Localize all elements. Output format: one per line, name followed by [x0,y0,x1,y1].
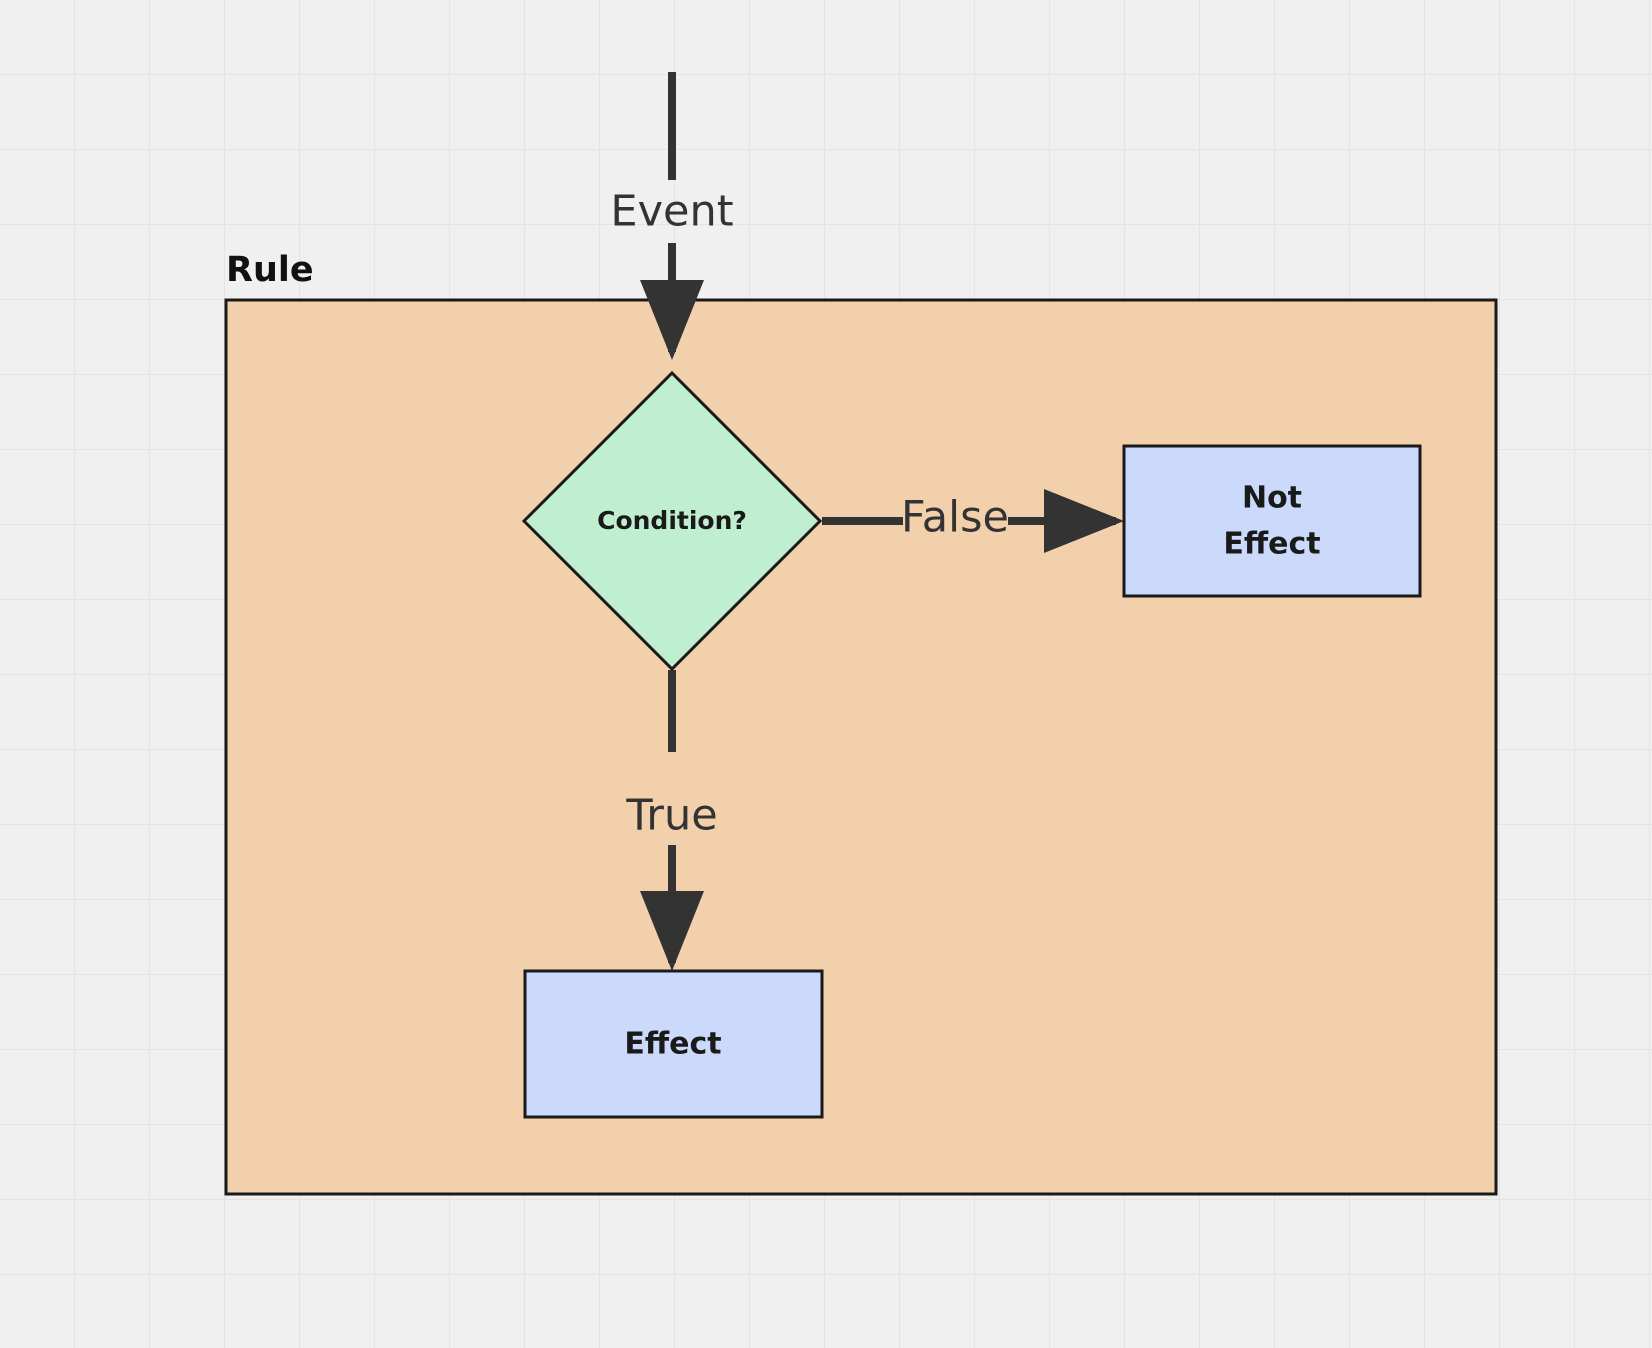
cluster-rule-label: Rule [226,250,314,290]
node-effect-box[interactable] [523,969,824,1119]
node-condition-label: Condition? [597,506,747,535]
node-not-effect-label-line2: Effect [1223,527,1320,562]
node-condition-diamond[interactable] [521,370,823,672]
event-edge-label: Event [610,187,733,237]
false-edge-label: False [901,493,1009,543]
node-effect-label: Effect [624,1027,721,1062]
node-not-effect-label-line1: Not [1242,481,1302,516]
node-not-effect-box[interactable] [1122,444,1422,598]
true-edge-label: True [625,791,717,841]
cluster-rule-box [224,298,1498,1196]
